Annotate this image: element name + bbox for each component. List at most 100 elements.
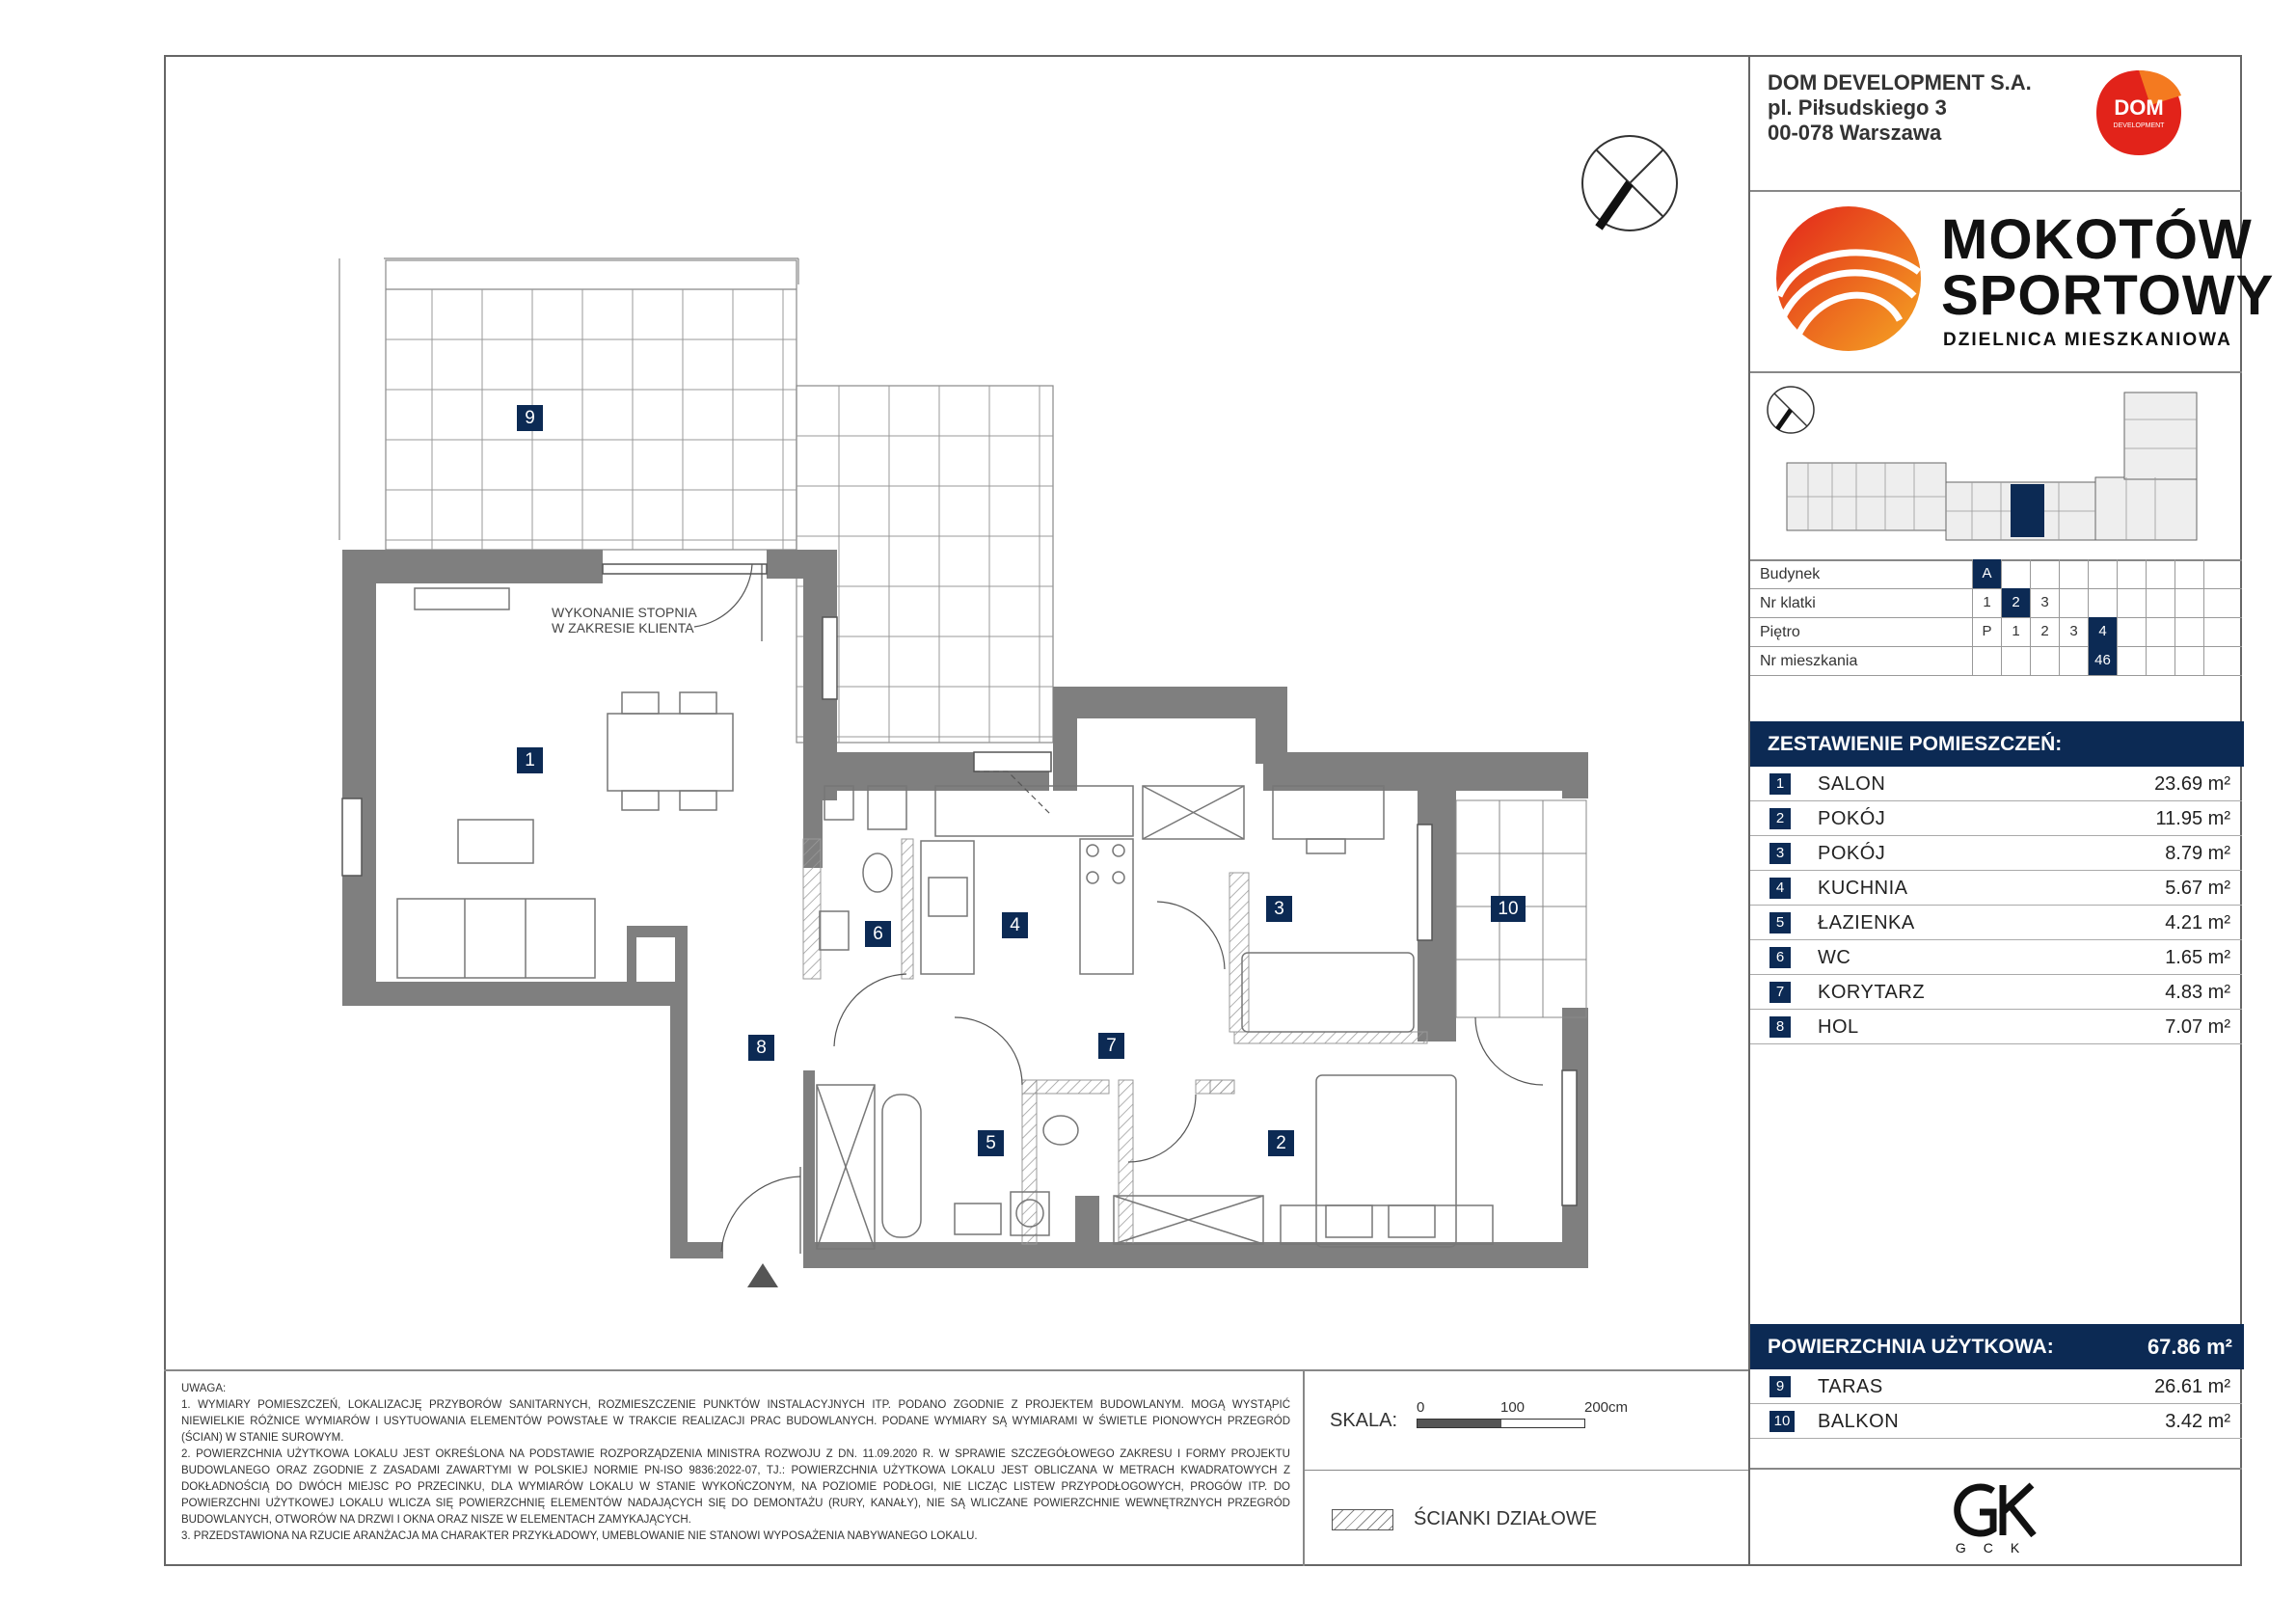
room-area: 11.95 m² [2155, 808, 2230, 829]
room-name: KORYTARZ [1818, 982, 1926, 1003]
loc-cell-empty [2174, 617, 2203, 646]
legend-divider [1305, 1470, 1748, 1471]
location-table: Budynek A Nr klatki 1 2 3 Piętro P [1750, 559, 2242, 677]
total-area-label: POWIERZCHNIA UŻYTKOWA: [1768, 1336, 2054, 1358]
walls [342, 550, 1588, 1268]
loc-cell-empty [2174, 588, 2203, 617]
loc-cell-empty [1972, 646, 2001, 675]
room-number: 5 [1769, 912, 1791, 933]
brand-line-2: SPORTOWY [1941, 264, 2275, 327]
loc-cell-empty [2030, 559, 2059, 588]
brand-subtitle: DZIELNICA MIESZKANIOWA [1943, 330, 2232, 350]
selected-apartment-marker [2011, 484, 2044, 537]
room-area: 1.65 m² [2165, 947, 2230, 968]
room-number: 4 [1769, 878, 1791, 899]
room-number: 1 [1769, 773, 1791, 795]
total-area-value: 67.86 m² [2147, 1335, 2232, 1359]
plan-label-8: 8 [748, 1035, 774, 1061]
loc-cell-empty [2117, 617, 2146, 646]
loc-cell-floor-2: 2 [2030, 617, 2059, 646]
legend-partitions: ŚCIANKI DZIAŁOWE [1414, 1508, 1598, 1529]
project-brand: MOKOTÓW SPORTOWY DZIELNICA MIESZKANIOWA [1750, 190, 2273, 373]
room-area: 5.67 m² [2165, 878, 2230, 899]
loc-cell-empty [2146, 617, 2174, 646]
outdoor-area: 3.42 m² [2165, 1411, 2230, 1432]
outdoor-number: 9 [1769, 1376, 1791, 1397]
loc-cell-empty [2059, 559, 2088, 588]
notes-body: UWAGA: 1. WYMIARY POMIESZCZEŃ, LOKALIZAC… [181, 1381, 1290, 1545]
sheet-frame [164, 55, 2242, 1566]
loc-cell-floor-4: 4 [2088, 617, 2117, 646]
loc-cell-empty [2059, 646, 2088, 675]
room-area: 4.21 m² [2165, 912, 2230, 933]
floor-plan [338, 135, 1678, 1287]
scale-bar-fill [1418, 1420, 1501, 1427]
room-area: 8.79 m² [2165, 843, 2230, 864]
windows [341, 563, 1578, 1206]
terrace-tiles [338, 257, 1054, 744]
plan-label-7: 7 [1098, 1033, 1124, 1059]
room-area: 7.07 m² [2165, 1016, 2230, 1038]
company-city: 00-078 Warszawa [1768, 121, 1942, 145]
partition-hatch-swatch [1332, 1509, 1393, 1530]
dom-development-logo: DOM DEVELOPMENT [2096, 70, 2181, 155]
rooms-title: ZESTAWIENIE POMIESZCZEŃ: [1750, 721, 2244, 767]
gck-logo-icon [1954, 1482, 2037, 1538]
plan-label-1: 1 [517, 747, 543, 773]
brand-line-1: MOKOTÓW [1941, 208, 2253, 271]
note-item-3: 3. PRZEDSTAWIONA NA RZUCIE ARANŻACJA MA … [181, 1530, 978, 1542]
room-row: 5 ŁAZIENKA 4.21 m² [1750, 906, 2242, 940]
plan-note-line-1: WYKONANIE STOPNIA [552, 605, 697, 620]
plan-note: WYKONANIE STOPNIA W ZAKRESIE KLIENTA [552, 605, 697, 636]
company-address: DOM DEVELOPMENT S.A. pl. Piłsudskiego 3 … [1768, 70, 2032, 146]
loc-cell-empty [2203, 646, 2232, 675]
room-name: SALON [1818, 773, 1886, 795]
outdoor-name: TARAS [1818, 1376, 1883, 1397]
loc-cell-empty [2146, 588, 2174, 617]
loc-cell-staircase-1: 1 [1972, 588, 2001, 617]
loc-cell-building-a: A [1972, 559, 2001, 588]
plan-label-6: 6 [865, 921, 891, 947]
room-area: 4.83 m² [2165, 982, 2230, 1003]
loc-label-floor: Piętro [1760, 624, 1800, 640]
doors [693, 563, 1544, 1254]
loc-cell-empty [2088, 588, 2117, 617]
balcony-tiles [1455, 799, 1587, 1018]
loc-label-staircase: Nr klatki [1760, 595, 1816, 611]
loc-cell-empty [2030, 646, 2059, 675]
scale-tick-100: 100 [1500, 1399, 1526, 1416]
scale-tick-200: 200cm [1584, 1399, 1629, 1416]
loc-cell-staircase-3: 3 [2030, 588, 2059, 617]
loc-cell-empty [2146, 559, 2174, 588]
room-number: 3 [1769, 843, 1791, 864]
loc-cell-empty [2001, 646, 2030, 675]
loc-cell-empty [2174, 559, 2203, 588]
dom-logo-subtext: DEVELOPMENT [2114, 122, 2166, 129]
company-street: pl. Piłsudskiego 3 [1768, 95, 1947, 120]
room-number: 7 [1769, 982, 1791, 1003]
scale-tick-0: 0 [1417, 1399, 1425, 1416]
company-header: DOM DEVELOPMENT S.A. pl. Piłsudskiego 3 … [1750, 55, 2242, 192]
notes-title: UWAGA: [181, 1383, 227, 1394]
room-name: POKÓJ [1818, 808, 1886, 829]
terrace-grid-lines [386, 289, 1053, 743]
plan-note-line-2: W ZAKRESIE KLIENTA [552, 620, 694, 636]
note-item-1: 1. WYMIARY POMIESZCZEŃ, LOKALIZACJĘ PRZY… [181, 1399, 1290, 1444]
room-row: 7 KORYTARZ 4.83 m² [1750, 975, 2242, 1010]
plan-label-10: 10 [1491, 896, 1526, 922]
scale-legend-panel: SKALA: 0 100 200cm ŚCIANKI DZIAŁOWE [1305, 1369, 1748, 1568]
loc-cell-empty [2174, 646, 2203, 675]
room-number: 2 [1769, 808, 1791, 829]
room-name: HOL [1818, 1016, 1859, 1038]
gck-letters: GCK [1955, 1540, 2038, 1555]
plan-label-9: 9 [517, 405, 543, 431]
company-name: DOM DEVELOPMENT S.A. [1768, 70, 2032, 95]
loc-row-building: Budynek A [1750, 559, 2242, 589]
room-name: ŁAZIENKA [1818, 912, 1915, 933]
loc-cell-apartment-46: 46 [2088, 646, 2117, 675]
note-item-2: 2. POWIERZCHNIA UŻYTKOWA LOKALU JEST OKR… [181, 1448, 1290, 1526]
